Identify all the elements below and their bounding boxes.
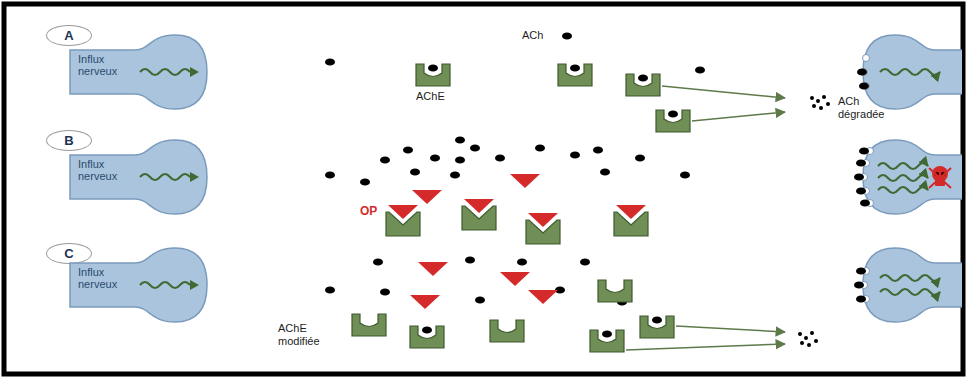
row-letter: A (64, 28, 73, 43)
row-letter: B (64, 133, 73, 148)
molecule-label: ACh (522, 29, 562, 42)
presynaptic-terminal: Influx nerveux (68, 33, 210, 111)
row-letter-oval: A (46, 25, 92, 46)
row-letter: C (64, 246, 73, 261)
enzyme-label: AChE (416, 90, 460, 103)
presynaptic-terminal: Influx nerveux (68, 246, 210, 324)
terminal-label: Influx nerveux (78, 158, 136, 182)
row-letter-oval: B (46, 130, 92, 151)
presynaptic-terminal: Influx nerveux (68, 138, 210, 216)
terminal-label: Influx nerveux (78, 266, 136, 290)
row-letter-oval: C (46, 243, 92, 264)
enzyme-label: ACh dégradée (838, 95, 896, 121)
inhibitor-label: OP (360, 205, 386, 218)
enzyme-label: AChE modifiée (278, 322, 350, 348)
terminal-label: Influx nerveux (78, 53, 136, 77)
